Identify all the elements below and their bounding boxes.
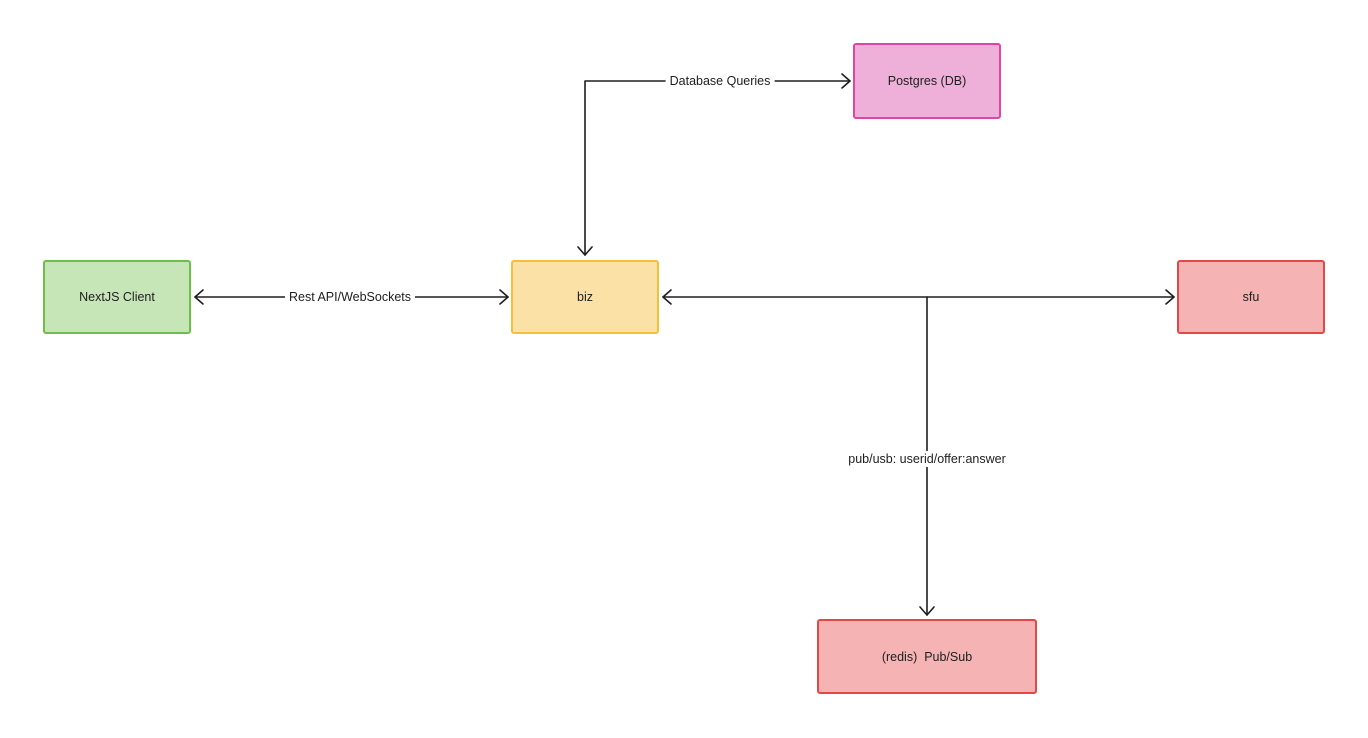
node-postgres-label: Postgres (DB) (887, 74, 967, 88)
edge-label-pubsub-channel: pub/usb: userid/offer:answer (844, 451, 1010, 467)
edge-label-database-queries: Database Queries (665, 73, 775, 89)
node-redis-pubsub-label: (redis) Pub/Sub (881, 649, 973, 664)
node-nextjs-client[interactable]: NextJS Client (43, 260, 191, 334)
arrowhead-redis (919, 606, 935, 616)
arrowhead-sfu (1165, 289, 1175, 305)
arrowhead-postgres (841, 73, 851, 89)
edge-biz-postgres (584, 80, 851, 256)
node-biz[interactable]: biz (511, 260, 659, 334)
edge-label-rest-api: Rest API/WebSockets (284, 289, 416, 305)
arrowhead-right-biz (499, 289, 509, 305)
node-redis-pubsub[interactable]: (redis) Pub/Sub (817, 619, 1037, 694)
arrowhead-left-biz (662, 289, 672, 305)
node-postgres[interactable]: Postgres (DB) (853, 43, 1001, 119)
node-biz-label: biz (577, 290, 593, 304)
node-sfu[interactable]: sfu (1177, 260, 1325, 334)
arrowhead-left-client (194, 289, 204, 305)
node-nextjs-client-label: NextJS Client (79, 290, 155, 304)
node-sfu-label: sfu (1242, 290, 1260, 304)
arrowhead-biz-top (577, 246, 593, 256)
